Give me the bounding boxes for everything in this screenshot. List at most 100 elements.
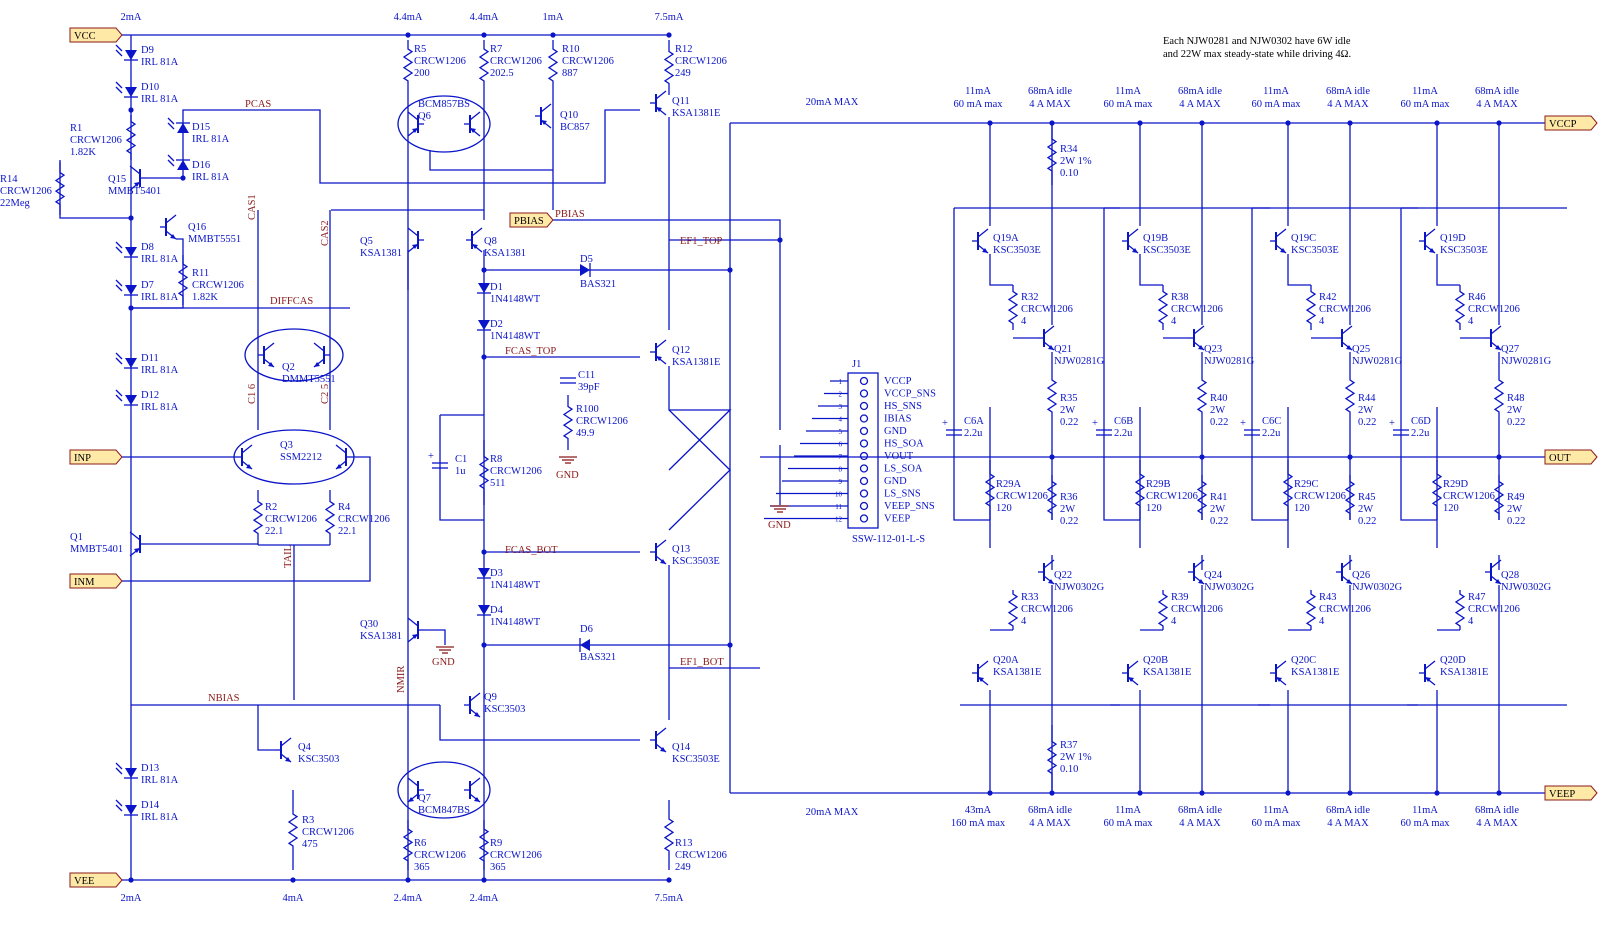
d13-label: D13 xyxy=(141,763,159,774)
j1-pin-12 xyxy=(859,514,869,523)
j1-pin-3 xyxy=(859,401,869,411)
c1-wire xyxy=(439,415,484,521)
j1-pin-num: 4 xyxy=(839,416,843,424)
r33-label: 4 xyxy=(1468,616,1474,627)
c1-icon xyxy=(432,462,448,469)
r37-label: 0.10 xyxy=(1060,764,1078,775)
r13-label: CRCW1206 xyxy=(675,850,727,861)
q20-icon xyxy=(1270,660,1287,686)
d3-label: 1N4148WT xyxy=(490,580,541,591)
r36-resistor xyxy=(1046,475,1058,520)
d6-part: BAS321 xyxy=(580,652,616,663)
junction-dot xyxy=(405,32,411,38)
junction-dot xyxy=(1496,120,1502,126)
r14-wire xyxy=(59,160,131,219)
out-current-bot: 4 A MAX xyxy=(1327,818,1369,829)
junction-dot xyxy=(1199,790,1205,796)
r5-label: 200 xyxy=(414,68,430,79)
q20-label: KSA1381E xyxy=(1440,667,1488,678)
q14-label: Q14 xyxy=(672,742,691,753)
j1-pin-num: 9 xyxy=(839,478,843,486)
junction-dot xyxy=(1347,120,1353,126)
r29-label: 120 xyxy=(996,503,1012,514)
r100-label: CRCW1206 xyxy=(576,416,628,427)
r5-resistor xyxy=(402,40,414,90)
out-current-bot: 60 mA max xyxy=(1401,818,1451,829)
r12-label: 249 xyxy=(675,68,691,79)
q13-icon xyxy=(650,539,667,565)
d10-label: IRL 81A xyxy=(141,94,179,105)
r29-label: R29D xyxy=(1443,479,1469,490)
q8-icon xyxy=(466,227,483,253)
r29-resistor xyxy=(1282,460,1294,520)
plus-sign: + xyxy=(428,451,434,462)
r14-label: 22Meg xyxy=(0,198,30,209)
r5-label: CRCW1206 xyxy=(414,56,466,67)
q11-icon xyxy=(650,90,667,116)
j1-pin-num: 7 xyxy=(839,453,843,461)
c1-label: C1 xyxy=(455,454,467,465)
q6-link xyxy=(429,150,553,171)
net-tail: TAIL xyxy=(283,545,294,568)
r2-label: R2 xyxy=(265,502,277,513)
q13-label: KSC3503E xyxy=(672,556,720,567)
junction-dot xyxy=(1137,120,1143,126)
d1-icon xyxy=(477,283,491,294)
r36-label: 0.22 xyxy=(1507,516,1525,527)
current-label: 4.4mA xyxy=(470,12,499,23)
c6-icon xyxy=(1096,429,1112,436)
r10-label: R10 xyxy=(562,44,580,55)
d2-label: D2 xyxy=(490,319,503,330)
r36-label: 2W xyxy=(1358,504,1373,515)
r36-label: 2W xyxy=(1060,504,1075,515)
r9-label: 365 xyxy=(490,862,506,873)
q6-label: Q6 xyxy=(418,111,431,122)
r6-label: 365 xyxy=(414,862,430,873)
cross-a xyxy=(668,366,731,531)
d6-icon xyxy=(579,638,590,652)
net-c2: C2 5 xyxy=(320,384,331,404)
r35-label: 2W xyxy=(1507,405,1522,416)
q19-label: KSC3503E xyxy=(993,245,1041,256)
out-current-bot: 68mA idle xyxy=(1475,805,1519,816)
r33-label: R39 xyxy=(1171,592,1189,603)
current-label: 2mA xyxy=(121,12,142,23)
c6-label: C6B xyxy=(1114,416,1133,427)
junction-dot xyxy=(666,32,672,38)
out-current-top: 68mA idle xyxy=(1326,86,1370,97)
r32-resistor xyxy=(1454,285,1466,330)
q21-label: Q27 xyxy=(1501,344,1519,355)
junction-dot xyxy=(481,877,487,883)
d9-led-icon xyxy=(115,44,138,61)
junction-dot xyxy=(727,642,733,648)
junction-dot xyxy=(128,107,134,113)
junction-dot xyxy=(1347,454,1353,460)
r36-resistor xyxy=(1344,475,1356,520)
current-label: 7.5mA xyxy=(655,893,684,904)
q21-label: NJW0281G xyxy=(1352,356,1403,367)
j1-pin-2 xyxy=(859,389,869,398)
j1-pin-10 xyxy=(859,489,869,498)
junction-dot xyxy=(1049,120,1055,126)
r7-label: 202.5 xyxy=(490,68,514,79)
r35-label: 2W xyxy=(1210,405,1225,416)
out-current-top: 11mA xyxy=(1115,86,1141,97)
r32-resistor xyxy=(1157,285,1169,330)
d14-label: D14 xyxy=(141,800,160,811)
junction-dot xyxy=(481,267,487,273)
r11-resistor xyxy=(177,255,189,305)
junction-dot xyxy=(987,790,993,796)
c11-label: C11 xyxy=(578,370,595,381)
out-current-bot: 43mA xyxy=(965,805,992,816)
q1-label: MMBT5401 xyxy=(70,544,123,555)
j1-pin-name: GND xyxy=(884,476,907,487)
junction-dot xyxy=(128,215,134,221)
r35-label: 0.22 xyxy=(1358,417,1376,428)
junction-dot xyxy=(180,175,186,181)
q6b-icon xyxy=(464,111,481,137)
r12-label: CRCW1206 xyxy=(675,56,727,67)
q2b-icon xyxy=(313,342,330,368)
q20-label: Q20A xyxy=(993,655,1019,666)
note-text: Each NJW0281 and NJW0302 have 6W idle xyxy=(1163,36,1351,47)
current-label: 2mA xyxy=(121,893,142,904)
